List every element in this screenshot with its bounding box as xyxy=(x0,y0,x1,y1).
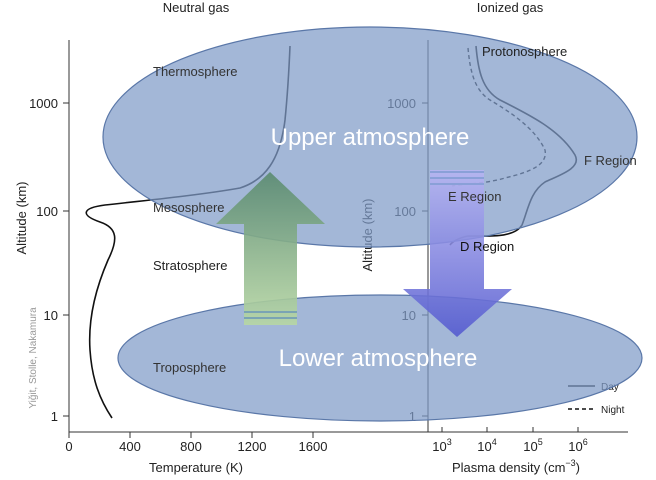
thermosphere-label: Thermosphere xyxy=(153,64,238,79)
stratosphere-label: Stratosphere xyxy=(153,258,227,273)
f-region-label: F Region xyxy=(584,153,637,168)
right-xtick-1e5: 105 xyxy=(523,437,542,454)
right-xlabel: Plasma density (cm−3) xyxy=(452,458,580,475)
left-ytick-1: 1 xyxy=(51,409,58,424)
mesosphere-label: Mesosphere xyxy=(153,200,225,215)
left-ytick-100: 100 xyxy=(36,204,58,219)
left-xlabel: Temperature (K) xyxy=(149,460,243,475)
left-axes xyxy=(63,40,428,438)
author-credit: Yiğit, Stolle, Nakamura xyxy=(28,307,39,409)
left-xtick-1200: 1200 xyxy=(238,439,267,454)
legend-night-label: Night xyxy=(601,405,625,416)
lower-atmosphere-title: Lower atmosphere xyxy=(279,345,478,372)
left-ytick-10: 10 xyxy=(44,308,58,323)
left-xtick-1600: 1600 xyxy=(299,439,328,454)
d-region-label: D Region xyxy=(460,239,514,254)
left-ylabel: Altitude (km) xyxy=(14,182,29,255)
ionized-gas-header: Ionized gas xyxy=(477,0,544,15)
right-xtick-1e4: 104 xyxy=(477,437,496,454)
protonosphere-label: Protonosphere xyxy=(482,44,567,59)
upper-atmosphere-ellipse xyxy=(102,26,638,248)
neutral-gas-header: Neutral gas xyxy=(163,0,230,15)
left-xtick-400: 400 xyxy=(119,439,141,454)
troposphere-label: Troposphere xyxy=(153,360,226,375)
upper-atmosphere-title: Upper atmosphere xyxy=(271,124,470,151)
right-xtick-1e6: 106 xyxy=(568,437,587,454)
right-xtick-1e3: 103 xyxy=(432,437,451,454)
left-xtick-0: 0 xyxy=(65,439,72,454)
downward-arrow xyxy=(403,170,512,337)
lower-atmosphere-ellipse xyxy=(117,294,643,422)
upward-arrow xyxy=(216,172,325,325)
left-ytick-1000: 1000 xyxy=(29,96,58,111)
e-region-label: E Region xyxy=(448,189,501,204)
left-xtick-800: 800 xyxy=(180,439,202,454)
